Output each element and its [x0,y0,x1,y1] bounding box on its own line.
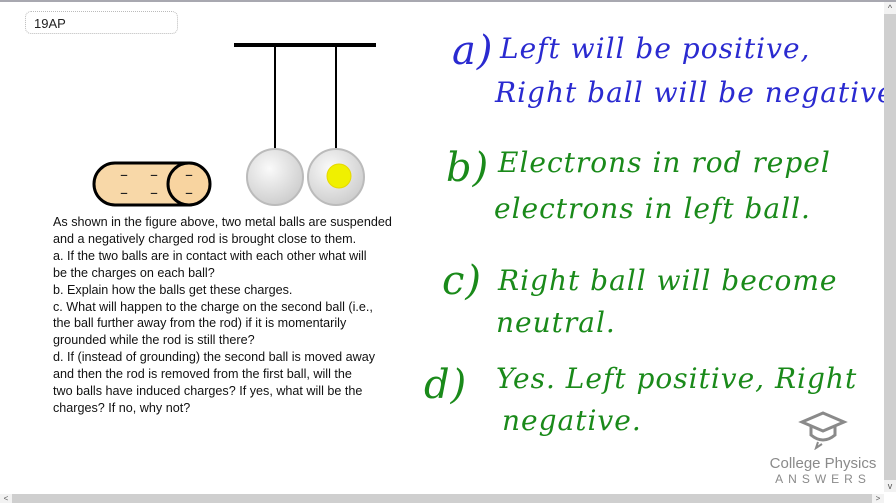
scroll-up-button[interactable]: ^ [884,2,896,14]
scroll-right-button[interactable]: > [872,494,884,503]
answer-a-label: a) [452,28,494,74]
rod-charges: – – – – – – [120,165,193,202]
question-line: b. Explain how the balls get these charg… [53,282,293,297]
scroll-down-button[interactable]: v [884,480,896,492]
question-line: As shown in the figure above, two metal … [53,215,392,229]
question-line: two balls have induced charges? If yes, … [53,384,363,399]
charge: – [120,183,128,202]
horizontal-scrollbar[interactable]: < > [0,494,884,503]
question-line: d. If (instead of grounding) the second … [53,350,376,365]
question-line: and a negatively charged rod is brought … [53,231,357,246]
charge: – [150,165,158,184]
rod-end [166,161,212,207]
graduation-cap-icon [798,411,848,451]
figure: – – – – – – [92,43,376,207]
question-text: As shown in the figure above, two metal … [53,214,423,417]
question-line: grounded while the rod is still there? [53,333,255,348]
college-physics-answers-logo: College Physics ANSWERS [766,410,880,486]
scroll-left-button[interactable]: < [0,494,12,503]
top-border [0,0,896,2]
answer-c-line2: neutral. [496,306,616,339]
vertical-scrollbar[interactable]: ^ v [884,2,896,492]
question-line: a. If the two balls are in contact with … [53,248,367,263]
left-ball [246,148,304,206]
charge: – [120,165,128,184]
question-line: be the charges on each ball? [53,265,215,280]
probe-dot [326,163,352,189]
answer-b-line1: Electrons in rod repel [498,146,831,179]
answer-c-line1: Right ball will become [498,264,838,297]
answer-b-line2: electrons in left ball. [494,192,811,225]
question-line: the ball further away from the rod) if i… [53,316,347,331]
logo-line1: College Physics [769,455,877,472]
answer-a-line1: Left will be positive, [500,32,811,65]
answer-d-line1: Yes. Left positive, Right [496,362,858,395]
problem-id-field: 19AP [25,11,178,34]
charge: – [185,165,193,184]
answer-d-label: d) [424,362,468,408]
answer-b-label: b) [446,145,490,191]
question-line: c. What will happen to the charge on the… [53,299,373,314]
answer-a-line2: Right ball will be negative. [495,76,896,109]
answer-c-label: c) [442,258,483,304]
charge: – [185,183,193,202]
question-line: and then the rod is removed from the fir… [53,367,352,382]
charge: – [150,183,158,202]
answer-d-line2: negative. [502,404,642,437]
question-line: charges? If no, why not? [53,400,191,415]
logo-line2: ANSWERS [775,472,871,486]
